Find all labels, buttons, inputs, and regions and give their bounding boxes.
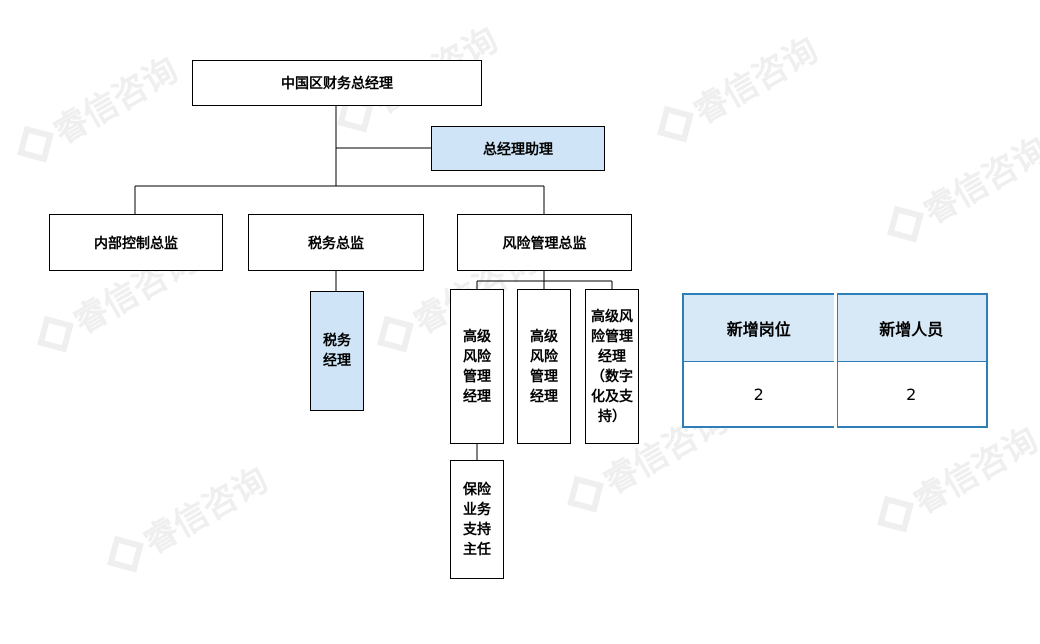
box-risk-manager-1: 高级风险管理经理 (450, 289, 504, 444)
box-risk-manager-2-label: 高级风险管理经理 (530, 328, 558, 405)
box-risk-manager-digital: 高级风险管理经理（数字化及支持） (585, 289, 639, 444)
box-assistant-label: 总经理助理 (483, 141, 553, 158)
box-internal-control-label: 内部控制总监 (94, 235, 178, 252)
box-insurance-supervisor-label: 保险业务支持主任 (463, 481, 491, 558)
box-risk-manager-2: 高级风险管理经理 (517, 289, 571, 444)
box-risk-director-label: 风险管理总监 (502, 235, 587, 252)
box-cfo-label: 中国区财务总经理 (281, 76, 393, 92)
box-assistant: 总经理助理 (431, 126, 605, 171)
box-risk-manager-1-label: 高级风险管理经理 (463, 328, 491, 405)
box-tax-manager: 税务经理 (310, 291, 364, 411)
box-risk-manager-digital-label: 高级风险管理经理（数字化及支持） (591, 308, 633, 425)
summary-header-row: 新增岗位 新增人员 (682, 293, 988, 362)
box-cfo: 中国区财务总经理 (192, 60, 482, 106)
box-risk-director: 风险管理总监 (457, 214, 632, 271)
summary-table: 新增岗位 新增人员 2 2 (682, 293, 988, 428)
box-tax-director: 税务总监 (248, 214, 424, 271)
box-tax-manager-label: 税务经理 (323, 333, 351, 369)
box-tax-director-label: 税务总监 (308, 235, 364, 252)
summary-value-people: 2 (833, 361, 988, 428)
summary-header-positions: 新增岗位 (682, 293, 836, 362)
summary-value-row: 2 2 (682, 361, 988, 428)
box-insurance-supervisor: 保险业务支持主任 (450, 460, 504, 579)
box-internal-control: 内部控制总监 (49, 214, 223, 271)
summary-value-positions: 2 (682, 361, 836, 428)
summary-header-people: 新增人员 (833, 293, 988, 362)
